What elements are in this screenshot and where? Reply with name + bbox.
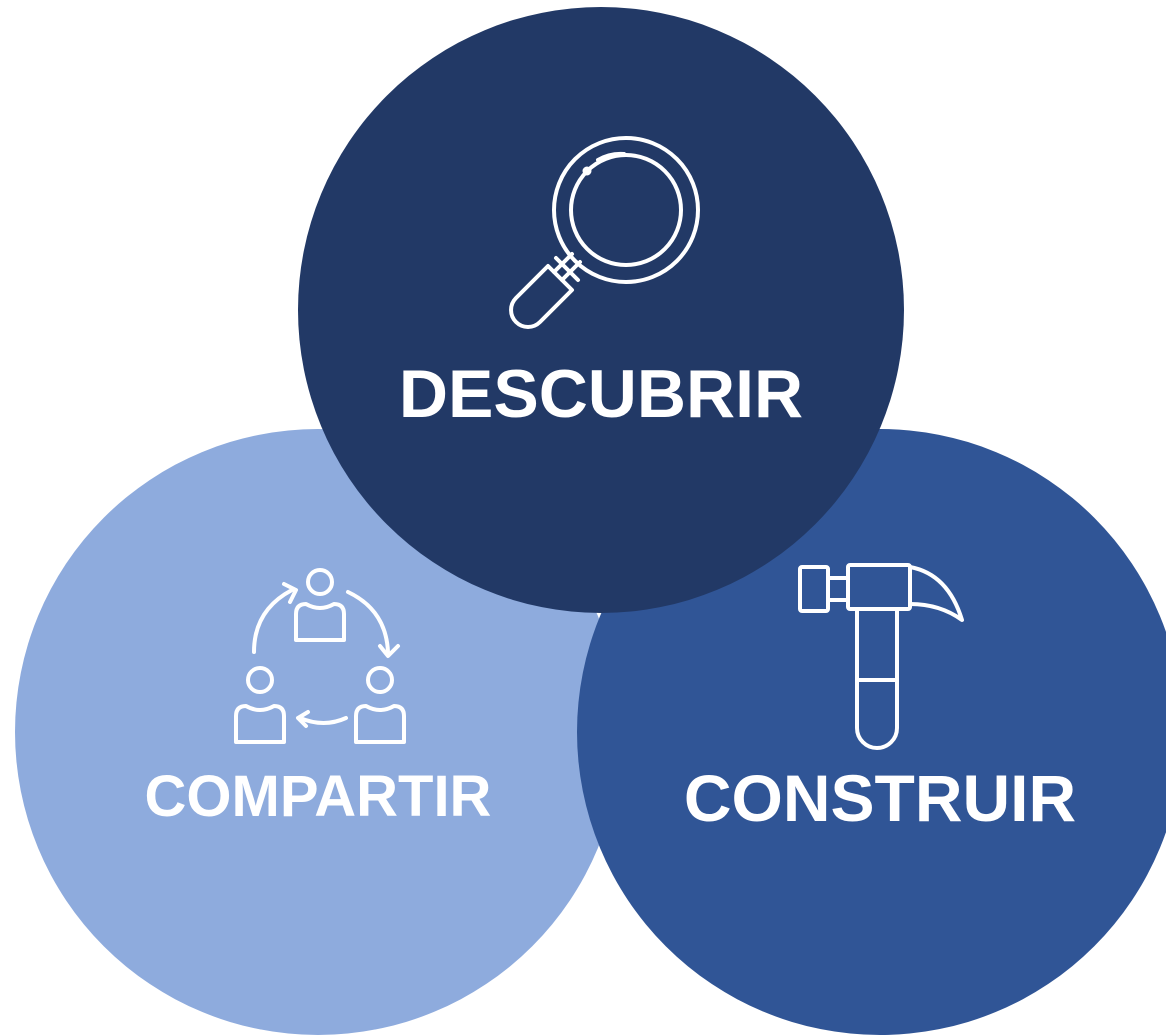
label-compartir: COMPARTIR [145, 764, 492, 829]
hammer-icon [798, 563, 964, 750]
label-construir: CONSTRUIR [684, 761, 1076, 835]
circle-group-descubrir [298, 7, 904, 613]
circle-descubrir [298, 7, 904, 613]
magnifying-glass-icon [509, 136, 700, 329]
label-descubrir: DESCUBRIR [399, 356, 803, 432]
people-cycle-icon [234, 568, 406, 744]
